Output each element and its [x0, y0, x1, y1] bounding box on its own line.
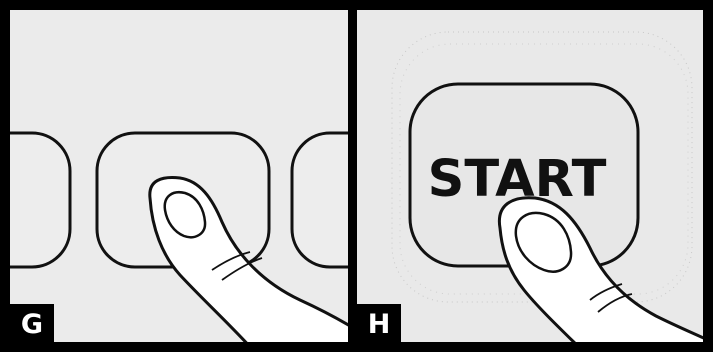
- panel-divider: [348, 0, 357, 352]
- pointing-finger-icon: [148, 176, 348, 342]
- panel-letter-badge-h: [357, 304, 401, 342]
- button-right: [290, 131, 348, 269]
- pointing-finger-icon: [497, 196, 703, 342]
- panel-h: START H: [357, 10, 703, 342]
- button-left: [10, 131, 72, 269]
- panel-letter-badge-g: [10, 304, 54, 342]
- panel-letter-g: G: [21, 309, 43, 340]
- panel-g: G: [10, 10, 348, 342]
- panel-letter-h: H: [368, 309, 391, 340]
